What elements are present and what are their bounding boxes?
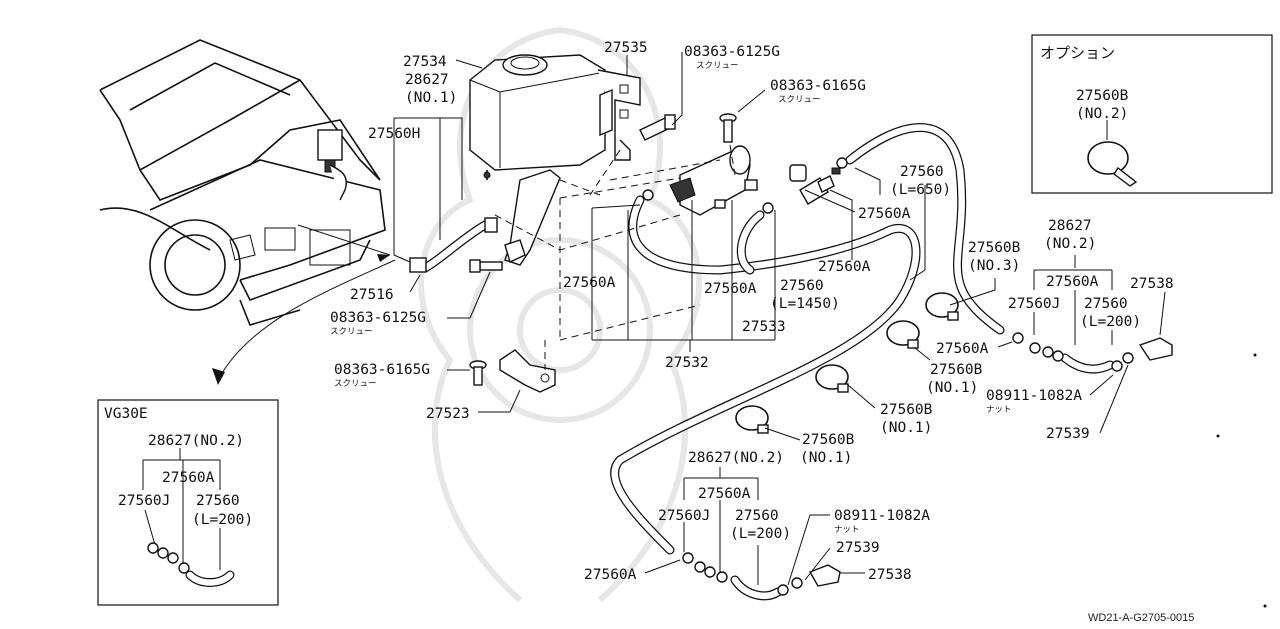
label-27560J-bottom: 27560J <box>658 508 710 524</box>
label-screw-bottom2: スクリュー <box>334 379 377 389</box>
vg30e-27560A: 27560A <box>162 470 215 486</box>
screw-08363-6125G-bottom <box>469 259 503 273</box>
leader-lines <box>393 52 1166 586</box>
label-27560-650: 27560 <box>900 164 944 180</box>
label-27560B-no1-c: 27560B <box>802 432 855 448</box>
label-27534: 27534 <box>403 54 447 70</box>
diagram-reference-id: WD21-A-G2705-0015 <box>1088 612 1194 624</box>
label-screw-bottom1: スクリュー <box>330 327 373 337</box>
label-27560B-no1-a: 27560B <box>930 362 983 378</box>
label-27560A-mid: 27560A <box>704 281 757 297</box>
label-27560H: 27560H <box>368 126 420 142</box>
nozzle-assembly-bottom <box>682 552 841 596</box>
vg30e-detail-panel: VG30E 28627(NO.2) 27560A 27560J 27560 (L… <box>97 399 279 606</box>
label-28627-right-no: (NO.2) <box>1044 236 1096 252</box>
scan-specks <box>1216 353 1267 608</box>
washer-tank <box>469 54 606 180</box>
small-clamps-pump <box>642 157 848 214</box>
screw-08363-6165G-bottom <box>469 360 487 386</box>
hose-bottom-short-L200 <box>730 575 783 601</box>
label-nut-right: ナット <box>986 405 1012 415</box>
label-nut-bottom: ナット <box>834 525 860 535</box>
label-27560A-mid2: 27560A <box>818 259 871 275</box>
option-title: オプション <box>1040 44 1115 62</box>
label-27535: 27535 <box>604 40 648 56</box>
vg30e-title: VG30E <box>104 406 148 422</box>
label-27560A-left: 27560A <box>563 275 616 291</box>
check-valve-assembly <box>789 164 841 205</box>
bracket-27523 <box>499 349 556 393</box>
hose-pump-outlet <box>736 210 765 275</box>
label-27560B-no1-c-n: (NO.1) <box>800 450 852 466</box>
label-27538-right: 27538 <box>1130 276 1174 292</box>
tank-bracket <box>597 69 641 161</box>
hose-clamp-27560B-no1-c <box>735 405 769 434</box>
label-27532: 27532 <box>665 355 709 371</box>
dashed-guide-lines <box>494 144 736 370</box>
label-27560B-no3-n: (NO.3) <box>968 258 1020 274</box>
label-08363-6165G-bottom: 08363-6165G <box>334 362 430 378</box>
label-08363-6125G-bottom: 08363-6125G <box>330 310 426 326</box>
label-08911-1082A-bottom: 08911-1082A <box>834 508 930 524</box>
option-panel: オプション 27560B (NO.2) <box>1031 34 1273 194</box>
hose-clamp-27560B-no1-a <box>886 320 920 349</box>
hose-clamp-27560B-no1-b <box>815 364 849 393</box>
hose-27560-L1450 <box>610 195 921 555</box>
label-27560-200-right-length: (L=200) <box>1080 314 1141 330</box>
detail-arrow <box>212 259 396 385</box>
label-28627-right: 28627 <box>1048 218 1092 234</box>
label-27560B-no1-b: 27560B <box>880 402 933 418</box>
label-27538-bottom: 27538 <box>868 567 912 583</box>
label-27539-right: 27539 <box>1046 426 1090 442</box>
tank-mounting-strap <box>504 169 561 266</box>
label-27523: 27523 <box>426 406 470 422</box>
label-08363-6125G-top: 08363-6125G <box>684 44 780 60</box>
label-27560B-no1-a-n: (NO.1) <box>926 380 978 396</box>
label-08911-1082A-right: 08911-1082A <box>986 388 1082 404</box>
washer-pump-motor <box>669 145 758 216</box>
vg30e-27560: 27560 <box>196 493 240 509</box>
label-27560A-bottom: 27560A <box>698 486 751 502</box>
option-part-no: (NO.2) <box>1076 106 1128 122</box>
label-27560-1450-length: (L=1450) <box>770 296 840 312</box>
label-28627-bottom: 28627(NO.2) <box>688 450 784 466</box>
hose-27560-L650 <box>845 123 1005 335</box>
label-27560-200-bottom-length: (L=200) <box>730 526 791 542</box>
vg30e-28627: 28627(NO.2) <box>148 433 244 449</box>
part-labels: 27534 28627 (NO.1) 27560H 27535 08363-61… <box>330 40 1194 624</box>
vg30e-27560-length: (L=200) <box>192 512 253 528</box>
label-27560J-right: 27560J <box>1008 296 1060 312</box>
label-27560A-r2: 27560A <box>1046 274 1099 290</box>
screw-08363-6165G-top <box>719 113 737 143</box>
label-27560-200-right: 27560 <box>1084 296 1128 312</box>
label-27560A-r1: 27560A <box>858 206 911 222</box>
label-28627-top: 28627 <box>405 72 449 88</box>
label-27533: 27533 <box>742 319 786 335</box>
label-27560-1450: 27560 <box>780 278 824 294</box>
label-screw-top2: スクリュー <box>778 95 821 105</box>
label-28627-top-no: (NO.1) <box>405 90 457 106</box>
label-27560-650-length: (L=650) <box>890 182 951 198</box>
nozzle-assembly-right <box>1012 332 1173 372</box>
hose-right-short-L200 <box>1060 353 1115 374</box>
label-27560A-r3: 27560A <box>936 341 989 357</box>
label-27560B-no3: 27560B <box>968 240 1021 256</box>
label-27516: 27516 <box>350 287 394 303</box>
option-part-label: 27560B <box>1076 88 1129 104</box>
label-27560A-bottom2: 27560A <box>584 567 637 583</box>
label-27539-bottom: 27539 <box>836 540 880 556</box>
label-screw-top1: スクリュー <box>696 61 739 71</box>
nozzle-27516 <box>409 217 498 273</box>
hose-clamp-27560B-no3 <box>925 292 959 321</box>
vg30e-27560J: 27560J <box>118 493 170 509</box>
hose-nozzle-feed <box>420 220 490 273</box>
vehicle-front-illustration <box>99 39 391 326</box>
label-27560-200-bottom: 27560 <box>735 508 779 524</box>
label-27560B-no1-b-n: (NO.1) <box>880 420 932 436</box>
label-08363-6165G-top: 08363-6165G <box>770 78 866 94</box>
